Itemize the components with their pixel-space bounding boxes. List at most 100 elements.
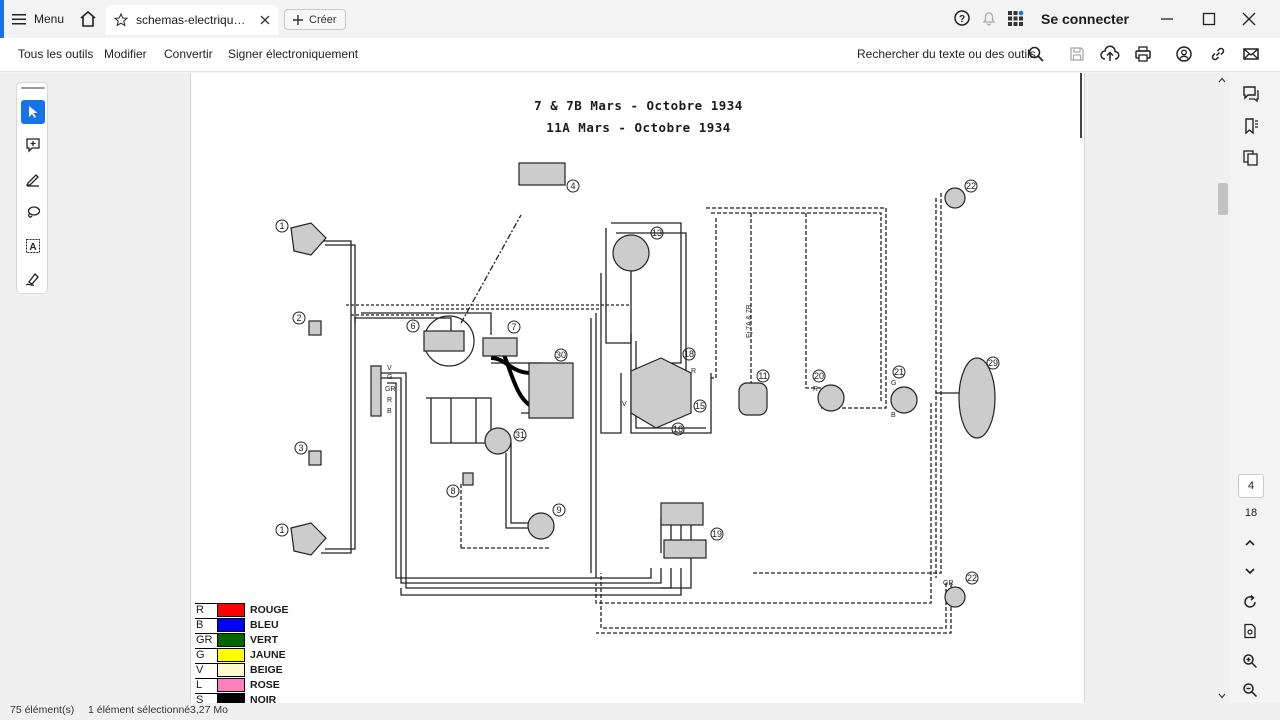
- sign-tool[interactable]: [21, 267, 45, 291]
- page-settings-icon[interactable]: [1242, 623, 1258, 639]
- svg-text:V: V: [387, 365, 392, 372]
- component-label: 22: [966, 181, 976, 191]
- window-accent-strip: [0, 0, 4, 40]
- component-label: 18: [684, 349, 694, 359]
- component-label: 9: [556, 505, 561, 515]
- close-window-icon[interactable]: [1242, 12, 1256, 26]
- chevron-down-icon[interactable]: [1242, 563, 1258, 579]
- rotate-icon[interactable]: [1242, 594, 1258, 610]
- edit-menu[interactable]: Modifier: [104, 47, 147, 61]
- upload-cloud-icon[interactable]: [1100, 45, 1120, 63]
- legend-name: ROUGE: [250, 604, 289, 616]
- create-button[interactable]: Créer: [284, 9, 346, 30]
- component-label: 30: [556, 350, 566, 360]
- print-icon[interactable]: [1134, 45, 1152, 63]
- right-sidebar: [1230, 73, 1280, 720]
- component-label: 11: [758, 371, 767, 381]
- legend-swatch: [217, 678, 245, 692]
- legend-row: G JAUNE: [195, 648, 315, 662]
- legend-name: JAUNE: [250, 649, 286, 661]
- svg-text:R: R: [387, 397, 392, 404]
- link-icon[interactable]: [1209, 45, 1227, 63]
- current-page-input[interactable]: 4: [1238, 474, 1264, 498]
- component-label: 2: [296, 313, 301, 323]
- pen-icon: [25, 174, 39, 187]
- component-label: 6: [410, 321, 415, 331]
- zoom-out-icon[interactable]: [1242, 682, 1258, 698]
- legend-swatch: [217, 618, 245, 632]
- legend-code: V: [195, 663, 217, 677]
- draw-tool[interactable]: [21, 200, 45, 224]
- text-box-icon: A: [26, 239, 40, 253]
- document-tab[interactable]: schemas-electriques-...: [106, 5, 278, 35]
- tab-title: schemas-electriques-...: [136, 13, 252, 27]
- component-label: 7: [511, 322, 516, 332]
- component-label: 13: [652, 228, 662, 238]
- pages-icon[interactable]: [1242, 149, 1260, 167]
- quick-tools-panel: A: [16, 82, 48, 294]
- text-tool[interactable]: A: [21, 234, 45, 258]
- sign-in-button[interactable]: Se connecter: [1041, 11, 1129, 27]
- component-label: 22: [967, 573, 977, 583]
- title-bar: Menu schemas-electriques-... Créer ? Se …: [0, 0, 1280, 40]
- plus-icon: [293, 14, 303, 25]
- search-icon[interactable]: [1027, 45, 1045, 63]
- diagram-title-line-2: 11A Mars - Octobre 1934: [546, 120, 731, 135]
- add-comment-tool[interactable]: [21, 133, 45, 157]
- scroll-down-icon[interactable]: [1218, 693, 1226, 699]
- search-tools-input[interactable]: Rechercher du texte ou des outils: [857, 47, 1036, 61]
- total-pages: 18: [1244, 507, 1258, 519]
- legend-name: BLEU: [250, 619, 279, 631]
- svg-text:G: G: [387, 374, 392, 381]
- home-icon[interactable]: [78, 9, 98, 29]
- share-user-icon[interactable]: [1175, 45, 1193, 63]
- svg-text:R: R: [691, 368, 696, 375]
- selection-status: 1 élément sélectionné: [88, 704, 191, 716]
- convert-menu[interactable]: Convertir: [164, 47, 213, 61]
- all-tools-menu[interactable]: Tous les outils: [18, 47, 94, 61]
- comments-icon[interactable]: [1242, 85, 1260, 103]
- legend-code: GR: [195, 633, 217, 647]
- chevron-up-icon[interactable]: [1242, 535, 1258, 551]
- vertical-scrollbar[interactable]: [1214, 73, 1230, 705]
- legend-name: BEIGE: [250, 664, 283, 676]
- menu-label: Menu: [34, 12, 65, 26]
- svg-text:?: ?: [959, 14, 965, 25]
- help-icon[interactable]: ?: [953, 9, 971, 27]
- email-icon[interactable]: [1242, 45, 1260, 63]
- selection-size: 3,27 Mo: [190, 704, 228, 716]
- scroll-up-icon[interactable]: [1218, 77, 1226, 83]
- legend-code: R: [195, 603, 217, 617]
- svg-text:V: V: [622, 401, 627, 408]
- bookmark-icon[interactable]: [1242, 117, 1260, 135]
- main-toolbar: Tous les outils Modifier Convertir Signe…: [0, 38, 1280, 72]
- legend-row: V BEIGE: [195, 663, 315, 677]
- legend-row: R ROUGE: [195, 603, 315, 617]
- component-label: 29: [988, 358, 998, 368]
- select-tool[interactable]: [21, 100, 45, 124]
- menu-button[interactable]: Menu: [12, 8, 64, 30]
- lasso-icon: [27, 206, 41, 218]
- star-icon[interactable]: [114, 13, 128, 27]
- component-label: 1: [279, 525, 284, 535]
- bell-icon[interactable]: [980, 9, 998, 27]
- legend-row: L ROSE: [195, 678, 315, 692]
- component-label: 31: [515, 430, 525, 440]
- minimize-icon[interactable]: [1160, 12, 1174, 26]
- panel-grip[interactable]: [21, 87, 45, 89]
- legend-code: B: [195, 618, 217, 632]
- esign-menu[interactable]: Signer électroniquement: [228, 47, 359, 61]
- scrollbar-thumb[interactable]: [1218, 183, 1228, 215]
- highlight-tool[interactable]: [21, 167, 45, 191]
- maximize-icon[interactable]: [1202, 12, 1216, 26]
- apps-grid-icon[interactable]: [1006, 9, 1024, 27]
- close-tab-icon[interactable]: [260, 15, 270, 25]
- pdf-page[interactable]: 7 & 7B Mars - Octobre 1934 11A Mars - Oc…: [190, 73, 1085, 705]
- legend-row: B BLEU: [195, 618, 315, 632]
- wiring-diagram: 1 2 3 1 4 6 7 30 13 18 15 16 31 8 9 11 2…: [275, 73, 1082, 634]
- legend-swatch: [217, 603, 245, 617]
- component-label: 15: [695, 401, 705, 411]
- save-icon[interactable]: [1068, 45, 1086, 63]
- legend-name: ROSE: [250, 679, 280, 691]
- zoom-in-icon[interactable]: [1242, 653, 1258, 669]
